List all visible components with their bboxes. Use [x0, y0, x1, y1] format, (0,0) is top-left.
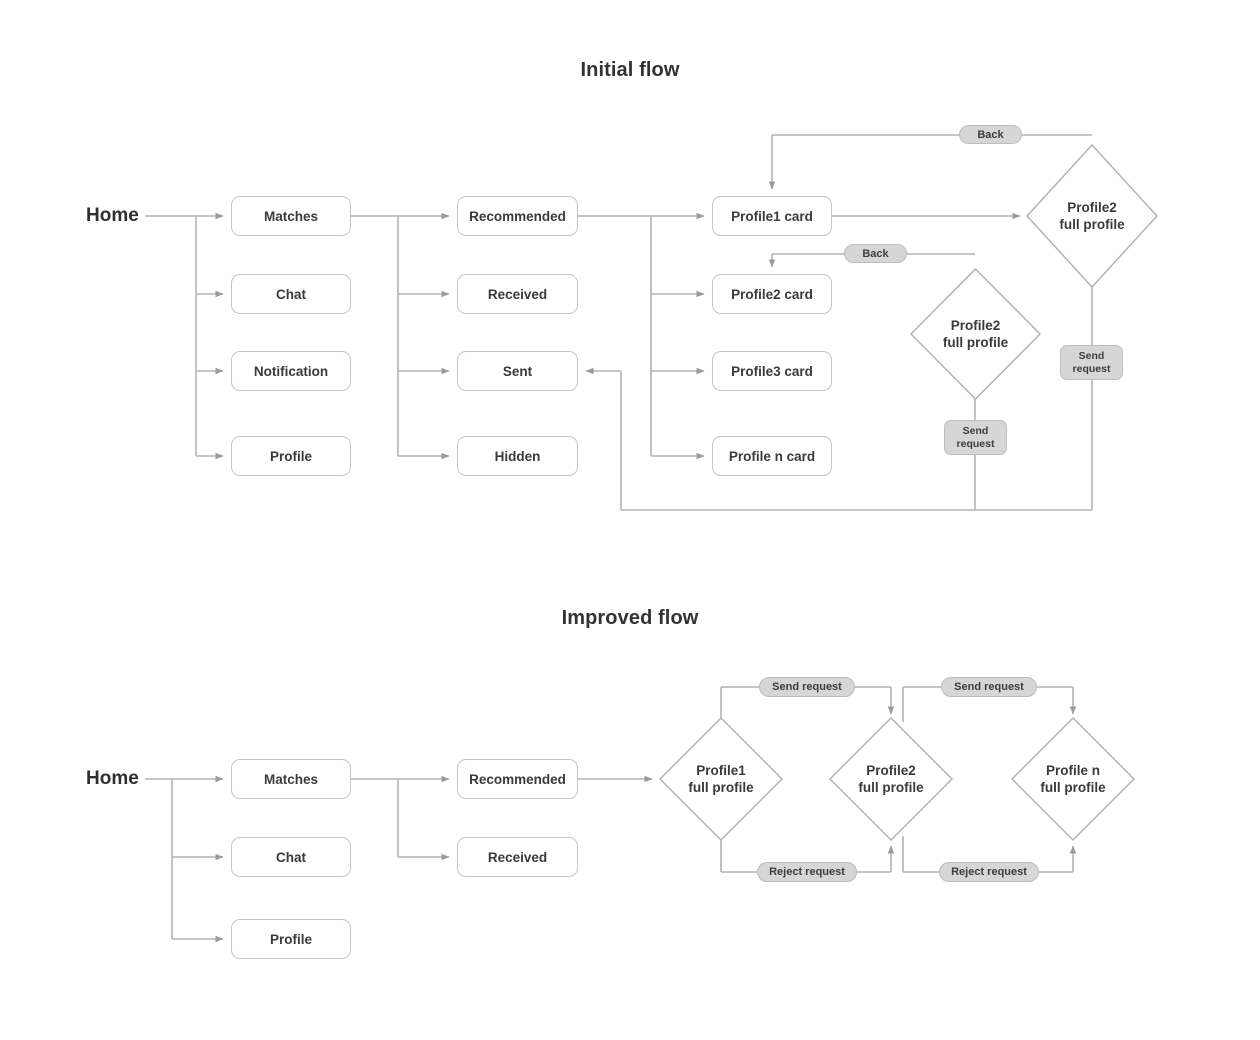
- edge-label-send-request-2[interactable]: Send request: [941, 677, 1037, 697]
- edge-label-send-request-mid[interactable]: Send request: [944, 420, 1007, 455]
- node-profile2-full-profile-improved[interactable]: Profile2 full profile: [828, 716, 954, 842]
- node-sent-initial[interactable]: Sent: [457, 351, 578, 391]
- diamond-label-line2: full profile: [688, 780, 754, 795]
- node-chat-initial[interactable]: Chat: [231, 274, 351, 314]
- chip-text: Send request: [957, 425, 995, 451]
- node-matches-initial[interactable]: Matches: [231, 196, 351, 236]
- diamond-label: Profile1 full profile: [688, 762, 753, 797]
- diamond-shape: [1025, 143, 1159, 289]
- diamond-label-line1: Profile2: [866, 762, 916, 778]
- node-profile-n-card[interactable]: Profile n card: [712, 436, 832, 476]
- diamond-label-line1: Profile1: [696, 762, 746, 778]
- edge-label-back-top[interactable]: Back: [959, 125, 1022, 144]
- node-hidden-initial[interactable]: Hidden: [457, 436, 578, 476]
- node-received-improved[interactable]: Received: [457, 837, 578, 877]
- edge-label-send-request-right[interactable]: Send request: [1060, 345, 1123, 380]
- section-title-improved-flow: Improved flow: [561, 607, 699, 629]
- node-profile-initial[interactable]: Profile: [231, 436, 351, 476]
- diamond-label: Profile2 full profile: [1059, 199, 1124, 234]
- node-profile-n-full-profile[interactable]: Profile n full profile: [1010, 716, 1136, 842]
- diamond-label-line1: Profile n: [1045, 762, 1100, 778]
- edge-label-send-request-1[interactable]: Send request: [759, 677, 855, 697]
- node-profile2-full-profile-mid[interactable]: Profile2 full profile: [909, 267, 1042, 401]
- chip-line1: Send: [1078, 349, 1105, 362]
- diamond-label-line1: Profile2: [1067, 199, 1117, 215]
- diamond-shape: [1010, 716, 1136, 842]
- diamond-shape: [909, 267, 1042, 401]
- diamond-label-line2: full profile: [1040, 780, 1106, 795]
- diamond-label: Profile2 full profile: [943, 317, 1008, 352]
- edge-label-reject-request-1[interactable]: Reject request: [757, 862, 857, 882]
- chip-text: Send request: [1073, 350, 1111, 376]
- edge-label-back-mid[interactable]: Back: [844, 244, 907, 263]
- node-profile1-card[interactable]: Profile1 card: [712, 196, 832, 236]
- root-node-home-improved: Home: [86, 768, 139, 789]
- node-profile2-card[interactable]: Profile2 card: [712, 274, 832, 314]
- edge-label-reject-request-2[interactable]: Reject request: [939, 862, 1039, 882]
- chip-line2: request: [1072, 362, 1111, 375]
- node-notification-initial[interactable]: Notification: [231, 351, 351, 391]
- diamond-label-line2: full profile: [1059, 217, 1125, 232]
- diamond-label: Profile2 full profile: [858, 762, 923, 797]
- node-recommended-initial[interactable]: Recommended: [457, 196, 578, 236]
- diamond-label-line2: full profile: [858, 780, 924, 795]
- node-profile-improved[interactable]: Profile: [231, 919, 351, 959]
- diamond-shape: [828, 716, 954, 842]
- section-title-initial-flow: Initial flow: [580, 59, 680, 81]
- diamond-label-line1: Profile2: [950, 317, 1001, 333]
- root-node-home-initial: Home: [86, 205, 139, 226]
- chip-line1: Send: [962, 424, 989, 437]
- node-received-initial[interactable]: Received: [457, 274, 578, 314]
- diamond-label: Profile n full profile: [1040, 762, 1105, 797]
- node-recommended-improved[interactable]: Recommended: [457, 759, 578, 799]
- node-profile1-full-profile[interactable]: Profile1 full profile: [658, 716, 784, 842]
- node-chat-improved[interactable]: Chat: [231, 837, 351, 877]
- node-matches-improved[interactable]: Matches: [231, 759, 351, 799]
- chip-line2: request: [956, 437, 995, 450]
- diamond-shape: [658, 716, 784, 842]
- node-profile2-full-profile-top[interactable]: Profile2 full profile: [1025, 143, 1159, 289]
- diamond-label-line2: full profile: [942, 335, 1009, 350]
- node-profile3-card[interactable]: Profile3 card: [712, 351, 832, 391]
